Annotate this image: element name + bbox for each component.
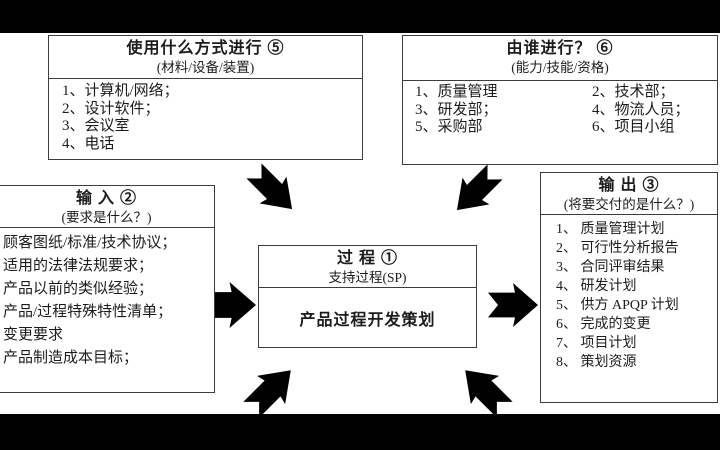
list-item: 1、 质量管理计划 — [556, 222, 665, 237]
list-item: 4、电话 — [62, 135, 115, 152]
list-item: 1、计算机/网络； — [62, 83, 179, 99]
list-item: 3、 合同评审结果 — [556, 260, 665, 275]
list-item: 变更要求 — [3, 327, 64, 343]
methods-list: 1、计算机/网络； 2、设计软件； 3、会议室 4、电话 — [49, 79, 362, 153]
list-item: 2、技术部； — [592, 84, 675, 100]
list-item: 7、 项目计划 — [556, 336, 637, 351]
list-item: 1、质量管理 — [415, 84, 498, 100]
list-item: 2、 可行性分析报告 — [556, 241, 679, 256]
box-title: 由谁进行？ ⑥ — [506, 40, 614, 57]
outputs-header: 输 出 ③ (将要交付的是什么？) — [541, 173, 717, 215]
arrow-who-to-process-icon — [443, 158, 508, 223]
box-subtitle: (材料/设备/装置) — [156, 60, 255, 75]
list-item: 3、研发部； — [415, 101, 498, 118]
who-box: 由谁进行？ ⑥ (能力/技能/资格) 1、质量管理 2、技术部； 3、研发部； … — [402, 35, 718, 165]
process-box: 过 程 ① 支持过程(SP) 产品过程开发策划 — [258, 245, 477, 348]
list-item: 4、物流人员； — [592, 101, 690, 118]
box-title: 使用什么方式进行 ⑤ — [126, 40, 285, 57]
list-item: 8、 策划资源 — [556, 355, 637, 370]
methods-box: 使用什么方式进行 ⑤ (材料/设备/装置) 1、计算机/网络； 2、设计软件； … — [48, 35, 363, 160]
list-item: 6、 完成的变更 — [556, 317, 651, 332]
list-item: 顾客图纸/标准/技术协议； — [3, 235, 177, 251]
process-name: 产品过程开发策划 — [299, 312, 436, 329]
list-item: 2、设计软件； — [62, 100, 160, 117]
box-subtitle: (要求是什么？) — [61, 210, 152, 225]
top-letterbox-bar — [0, 0, 720, 33]
who-header: 由谁进行？ ⑥ (能力/技能/资格) — [403, 36, 717, 81]
box-subtitle: (能力/技能/资格) — [511, 60, 609, 75]
process-header: 过 程 ① 支持过程(SP) — [259, 246, 476, 288]
box-subtitle: 支持过程(SP) — [328, 270, 407, 285]
arrow-process-to-outputs-icon — [488, 283, 538, 327]
outputs-box: 输 出 ③ (将要交付的是什么？) 1、 质量管理计划 2、 可行性分析报告 3… — [540, 172, 718, 403]
box-title: 输 出 ③ — [598, 177, 660, 194]
inputs-header: 输 入 ② (要求是什么？) — [0, 186, 214, 228]
list-item: 6、项目小组 — [592, 119, 675, 135]
who-list: 1、质量管理 2、技术部； 3、研发部； 4、物流人员； 5、采购部 6、项目小… — [403, 81, 717, 137]
inputs-box: 输 入 ② (要求是什么？) 顾客图纸/标准/技术协议； 适用的法律法规要求； … — [0, 185, 215, 393]
list-item: 5、采购部 — [415, 119, 483, 135]
methods-header: 使用什么方式进行 ⑤ (材料/设备/装置) — [49, 36, 362, 79]
arrow-methods-to-process-icon — [240, 157, 305, 222]
list-item: 5、 供方 APQP 计划 — [556, 298, 679, 313]
box-subtitle: (将要交付的是什么？) — [563, 197, 695, 212]
list-item: 产品/过程特殊特性清单； — [3, 304, 173, 320]
bottom-letterbox-bar — [0, 414, 720, 450]
inputs-list: 顾客图纸/标准/技术协议； 适用的法律法规要求； 产品以前的类似经验； 产品/过… — [0, 228, 214, 370]
list-item: 产品以前的类似经验； — [3, 281, 154, 297]
list-item: 3、会议室 — [62, 118, 130, 134]
box-title: 过 程 ① — [336, 250, 398, 267]
outputs-list: 1、 质量管理计划 2、 可行性分析报告 3、 合同评审结果 4、 研发计划 5… — [541, 215, 717, 372]
list-item: 4、 研发计划 — [556, 279, 637, 294]
list-item: 产品制造成本目标； — [3, 350, 139, 366]
list-item: 适用的法律法规要求； — [3, 258, 154, 274]
box-title: 输 入 ② — [75, 190, 137, 207]
